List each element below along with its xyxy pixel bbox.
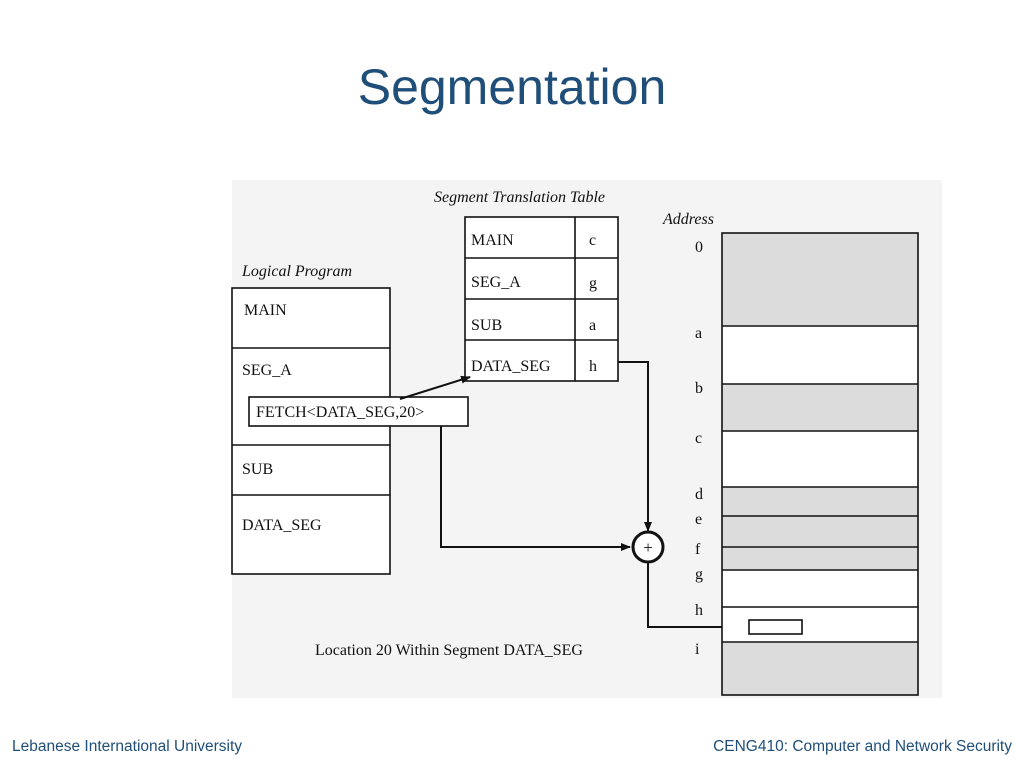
address-label-b: b — [695, 380, 703, 397]
slide-title: Segmentation — [357, 59, 667, 115]
address-label-a: a — [695, 325, 702, 342]
footer-course: CENG410: Computer and Network Security — [713, 738, 1012, 755]
translation-table-caption: Segment Translation Table — [434, 189, 605, 206]
location-caption: Location 20 Within Segment DATA_SEG — [315, 642, 583, 659]
table-row-seg-a-base: g — [589, 275, 597, 292]
translation-table — [464, 216, 619, 382]
table-row-sub-base: a — [589, 317, 596, 334]
memory-column — [721, 232, 919, 696]
adder-circle — [631, 530, 665, 564]
logical-segment-main: MAIN — [244, 302, 287, 319]
base-to-adder-arrow — [618, 361, 652, 532]
table-row-seg-a-segment: SEG_A — [471, 274, 521, 291]
address-label-d: d — [695, 486, 703, 503]
address-label-h: h — [695, 602, 703, 619]
address-label-c: c — [695, 430, 702, 447]
logical-program-box — [231, 287, 391, 575]
logical-segment-seg-a: SEG_A — [242, 362, 292, 379]
footer-university: Lebanese International University — [12, 738, 243, 755]
memory-address-caption: Address — [662, 211, 714, 228]
table-row-main-base: c — [589, 232, 596, 249]
logical-program-caption: Logical Program — [241, 263, 352, 280]
table-row-data-seg-base: h — [589, 358, 597, 375]
fetch-instruction-text: FETCH<DATA_SEG,20> — [256, 404, 424, 421]
address-label-0: 0 — [695, 239, 703, 256]
target-location-box — [748, 619, 803, 635]
table-row-main-segment: MAIN — [471, 232, 514, 249]
offset-to-adder-arrow — [440, 426, 631, 551]
logical-segment-sub: SUB — [242, 461, 273, 478]
adder-symbol: + — [643, 538, 653, 557]
address-label-f: f — [695, 541, 701, 558]
address-label-i: i — [695, 641, 700, 658]
lookup-arrow — [399, 375, 471, 400]
segmentation-diagram: Logical Program MAIN SEG_A SUB DATA_SEG … — [231, 189, 919, 696]
table-row-data-seg-segment: DATA_SEG — [471, 358, 551, 375]
address-label-g: g — [695, 566, 703, 583]
address-label-e: e — [695, 511, 702, 528]
adder-to-memory-arrow — [647, 563, 747, 631]
fetch-instruction-box — [248, 396, 469, 427]
table-row-sub-segment: SUB — [471, 317, 502, 334]
logical-segment-data-seg: DATA_SEG — [242, 517, 322, 534]
